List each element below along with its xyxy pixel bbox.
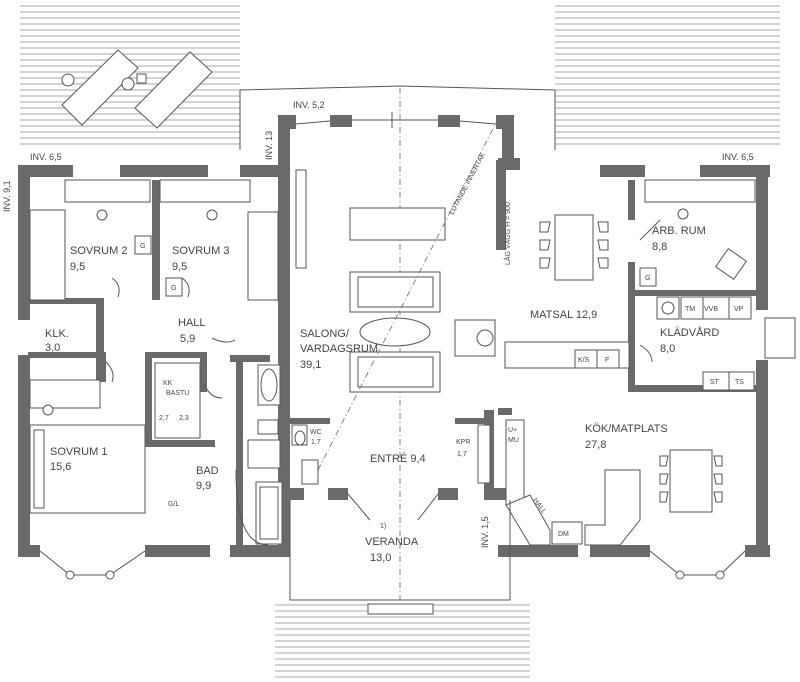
veranda-outline (289, 493, 511, 615)
bastu-27: 2,7 (159, 415, 169, 422)
sovrum2-area: 9,5 (70, 261, 85, 273)
deck-bay-sides (239, 90, 556, 150)
salong-name-1: SALONG/ (300, 328, 350, 340)
sovrum3-name: SOVRUM 3 (172, 245, 229, 257)
salong-furniture (295, 114, 501, 471)
fixture-vp: VP (734, 306, 744, 313)
lag-vagg-note: LÅG VÄGG H = 900 (503, 202, 512, 265)
deck-bottom (275, 604, 530, 678)
fixture-g-sovrum3: G (171, 285, 176, 292)
kpr-area: 1,7 (457, 451, 467, 458)
sovrum3-furniture (159, 179, 279, 301)
wc-area: 1,7 (311, 439, 321, 446)
bastu-kk: KK (163, 380, 173, 387)
sovrum2-furniture (29, 179, 152, 301)
door-swings (105, 219, 661, 399)
klk-name: KLK. (45, 328, 69, 340)
wc-kpr-fixtures (291, 424, 491, 485)
sovrum2-name: SOVRUM 2 (70, 245, 127, 257)
arbrum-area: 8,8 (652, 241, 667, 253)
arbrum-name: ARB. RUM (652, 225, 706, 237)
deck-top-right (555, 5, 780, 145)
wc-name: WC (310, 429, 322, 436)
inv-91-label: INV. 9,1 (2, 180, 12, 212)
sovrum3-area: 9,5 (172, 261, 187, 273)
bastu-name: BASTU (166, 390, 189, 397)
fixture-f: F (605, 357, 609, 364)
entre-label: ENTRÉ 9,4 (370, 452, 426, 465)
fixture-vvb: VVB (704, 306, 718, 313)
inv-top-label: INV. 5,2 (293, 100, 325, 110)
sovrum1-name: SOVRUM 1 (50, 446, 107, 458)
kpr-name: KPR (456, 439, 470, 446)
lutande-note: LUTANDE INNERTAK (449, 152, 488, 216)
inv-left-label: INV. 6,5 (30, 152, 62, 162)
matsal-furniture (504, 214, 630, 369)
sun-lounger-right (121, 51, 213, 129)
kladvard-area: 8,0 (660, 343, 675, 355)
bad-name: BAD (196, 465, 219, 477)
salong-area: 39,1 (300, 359, 321, 371)
sovrum1-furniture (29, 379, 146, 514)
sun-lounger-left (61, 49, 139, 126)
fixture-tm: TM (685, 306, 695, 313)
veranda-area: 13,0 (370, 552, 391, 564)
sovrum1-area: 15,6 (50, 461, 71, 473)
bathroom-fixtures (154, 362, 283, 546)
arbrum-furniture (639, 179, 756, 287)
deck-bay-area (240, 85, 555, 150)
hall-name: HALL (178, 317, 206, 329)
inv-15-label: INV. 1,5 (480, 516, 490, 548)
fixture-st: ST (710, 379, 720, 386)
fixture-gl: G/L (168, 501, 179, 508)
kladvard-name: KLÄDVÅRD (660, 326, 719, 339)
veranda-mark: 1) (380, 523, 386, 530)
interior-walls (28, 180, 758, 550)
matsal-label: MATSAL 12,9 (530, 309, 597, 321)
bay-window-kitchen (649, 550, 746, 580)
veranda-name: VERANDA (365, 536, 419, 548)
hall-area: 5,9 (180, 333, 195, 345)
fixture-mu: MU (508, 437, 519, 444)
kok-area: 27,8 (585, 439, 606, 451)
kok-furniture (505, 419, 723, 546)
bad-area: 9,9 (196, 480, 211, 492)
fixture-g-sovrum2: G (140, 243, 145, 250)
bay-window-bedroom (39, 550, 146, 580)
salong-name-2: VARDAGSRUM (300, 343, 378, 355)
kok-name: KÖK/MATPLATS (585, 423, 668, 435)
bastu-23: 2,3 (179, 415, 189, 422)
inv-13-label: INV. 13 (264, 131, 274, 160)
fixture-ks: K/S (578, 357, 590, 364)
deck-bay-outline (239, 85, 556, 91)
fixture-up: U+ (508, 427, 517, 434)
fixture-dm: DM (558, 531, 569, 538)
fixture-g-arbrum: G (645, 275, 650, 282)
klk-area: 3,0 (45, 342, 60, 354)
kladvard-fixtures (656, 296, 796, 391)
fixture-ts: TS (735, 379, 744, 386)
inv-right-label: INV. 6,5 (722, 152, 754, 162)
